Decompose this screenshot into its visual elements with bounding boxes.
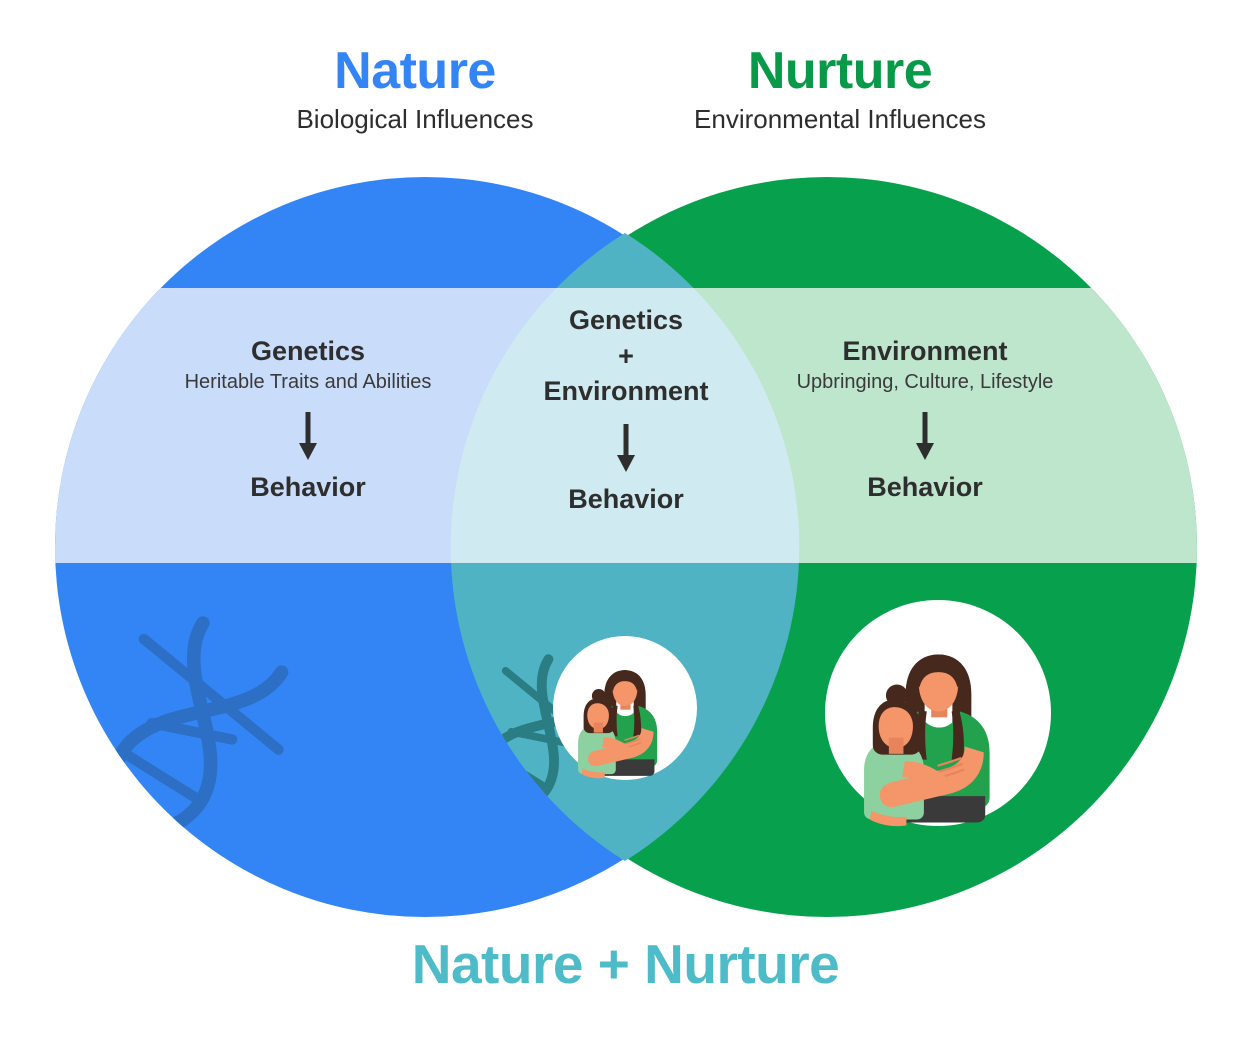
header-nurture-column: Nurture Environmental Influences: [630, 42, 1050, 135]
nature-panel-text: Genetics Heritable Traits and Abilities …: [128, 336, 488, 504]
nature-outcome: Behavior: [250, 471, 366, 502]
down-arrow-icon: [299, 411, 317, 460]
venn-diagram: Genetics Heritable Traits and Abilities …: [55, 177, 1197, 917]
nature-arrow-wrap: [128, 410, 488, 462]
nurture-title: Nurture: [747, 42, 933, 100]
overlap-panel-text: Genetics + Environment Behavior: [495, 305, 757, 516]
overlap-arrow-wrap: [495, 422, 757, 474]
nurture-panel-text: Environment Upbringing, Culture, Lifesty…: [745, 336, 1105, 504]
nature-subtext: Heritable Traits and Abilities: [184, 370, 432, 393]
nurture-arrow-wrap: [745, 410, 1105, 462]
mother-and-child-overlap-icon: [553, 636, 697, 780]
down-arrow-icon: [617, 423, 635, 472]
nurture-outcome: Behavior: [867, 471, 983, 502]
overlap-heading-genetics: Genetics: [568, 305, 684, 335]
nature-title: Nature: [334, 42, 496, 100]
footer-title: Nature + Nurture: [411, 933, 840, 995]
overlap-outcome: Behavior: [568, 483, 684, 514]
nurture-subtext: Upbringing, Culture, Lifestyle: [796, 370, 1054, 393]
mother-and-child-icon: [825, 600, 1051, 828]
nurture-subtitle: Environmental Influences: [694, 104, 986, 135]
down-arrow-icon: [916, 411, 934, 460]
header-nature-column: Nature Biological Influences: [205, 42, 625, 135]
header: Nature Biological Influences Nurture Env…: [0, 42, 1251, 154]
venn-graphic: [55, 177, 1197, 917]
nurture-heading: Environment: [842, 336, 1008, 366]
nature-heading: Genetics: [250, 336, 366, 366]
overlap-heading-environment: Environment: [543, 375, 709, 406]
nature-subtitle: Biological Influences: [296, 104, 534, 135]
overlap-operator: +: [618, 340, 634, 371]
